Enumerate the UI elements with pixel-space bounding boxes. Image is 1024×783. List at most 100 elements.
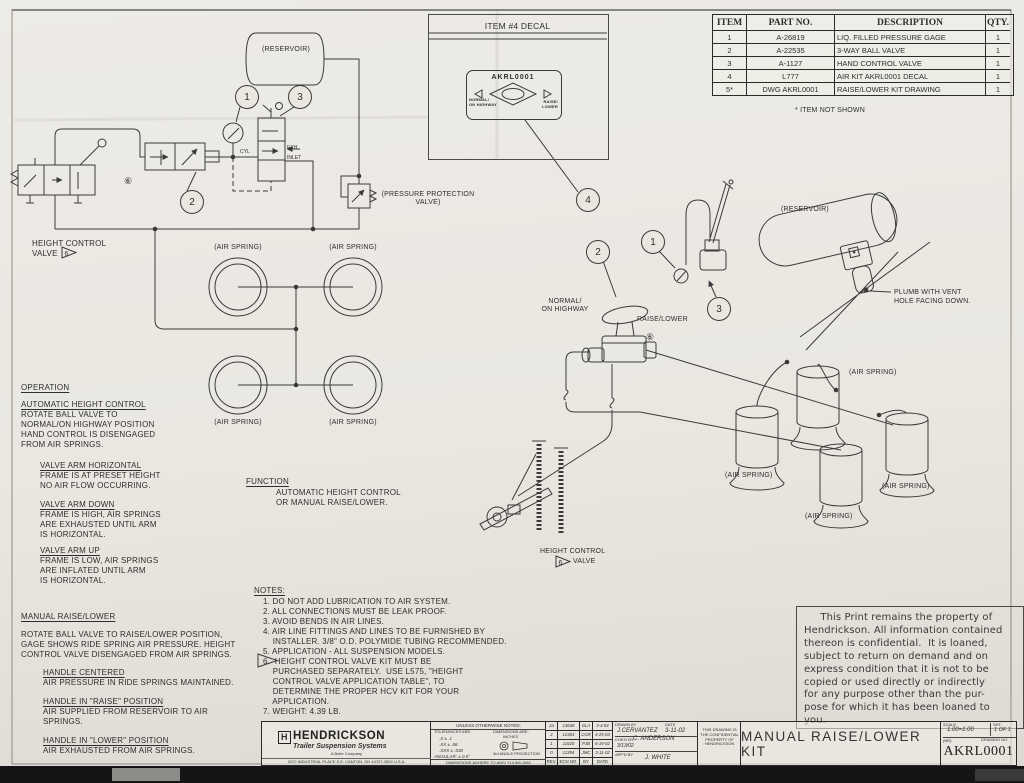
manual-rl-intro: ROTATE BALL VALVE TO RAISE/LOWER POSITIO…	[21, 630, 236, 659]
drawing-number: AKRL0001	[943, 744, 1014, 759]
table-cell: RAISE/LOWER KIT DRAWING	[835, 83, 986, 95]
decal-logo: AKRL0001	[491, 74, 535, 81]
dimensions-unit: INCHES	[503, 734, 519, 739]
chkd-date: 3/13/02	[617, 743, 634, 749]
iso-diagram: 6	[257, 179, 935, 668]
projection-label: 3rd ANGLE PROJECTION	[492, 751, 541, 756]
table-cell: AIR KIT AKRL0001 DECAL	[835, 70, 986, 83]
hendrickson-h-logo: H	[278, 731, 291, 744]
hcv-label: HEIGHT CONTROL	[540, 548, 606, 555]
junction-dots-iso	[784, 287, 882, 418]
callout-3: 3	[707, 297, 731, 321]
ecn-cell: GLA	[580, 722, 593, 732]
air-spring-label: (AIR SPRING)	[214, 419, 262, 426]
table-cell: 1	[986, 44, 1010, 57]
iso-air-springs	[729, 365, 935, 529]
table-cell: HAND CONTROL VALVE	[835, 57, 986, 70]
hand-control-valve-shape	[257, 117, 286, 182]
decal-callout-leader	[524, 119, 579, 193]
iso-hcv	[479, 440, 568, 533]
port-cyl-label: CYL	[240, 149, 250, 155]
reservoir-label: (RESERVOIR)	[781, 206, 829, 213]
logo-address: 2070 INDUSTRIAL PLACE S.E. CANTON, OH 44…	[262, 758, 431, 765]
table-cell: 5*	[713, 83, 747, 95]
ecn-cell: 13638	[558, 722, 580, 732]
air-spring-label: (AIR SPRING)	[849, 369, 897, 376]
tolerances-title: TOLERANCES ARE:	[434, 729, 472, 734]
col-header: PART NO.	[747, 15, 835, 31]
ecn-cell: 4-25-03	[593, 731, 613, 741]
callout-2: 2	[586, 240, 610, 264]
air-spring-label: (AIR SPRING)	[329, 419, 377, 426]
confidential-small-cell: THIS DRAWING IS THE CONFIDENTIAL PROPERT…	[698, 722, 741, 765]
third-angle-projection-icon	[499, 741, 528, 751]
pressure-protection-valve-shape	[347, 183, 371, 209]
height-control-valve-shape	[17, 164, 96, 196]
callout-1: 1	[235, 85, 259, 109]
operation-title: OPERATION	[21, 383, 70, 392]
title-block: H HENDRICKSON Trailer Suspension Systems…	[261, 721, 1017, 768]
ecn-cell: 11620	[558, 740, 580, 750]
table-cell: 3	[713, 57, 747, 70]
left-schematic: 6	[9, 32, 383, 415]
decal-graphics	[428, 32, 607, 193]
drawing-no-label: DRAWING NO.	[981, 737, 1009, 742]
handle-lower-body: AIR EXHAUSTED FROM AIR SPRINGS.	[43, 746, 196, 755]
iso-piping	[517, 199, 931, 497]
handle-centered-heading: HANDLE CENTERED	[43, 668, 125, 677]
ecn-cell: 12304	[558, 731, 580, 741]
table-cell: 1	[986, 70, 1010, 83]
handle-raise-body: AIR SUPPLIED FROM RESERVOIR TO AIR SPRIN…	[43, 707, 209, 726]
table-cell: 4	[713, 70, 747, 83]
confidential-small: THIS DRAWING IS THE CONFIDENTIAL PROPERT…	[700, 727, 739, 747]
valve-arm-up-heading: VALVE ARM UP	[40, 546, 100, 555]
col-header: QTY.	[986, 15, 1010, 31]
notes-body: 1. DO NOT ADD LUBRICATION TO AIR SYSTEM.…	[263, 597, 507, 716]
function-body: AUTOMATIC HEIGHT CONTROL OR MANUAL RAISE…	[276, 488, 401, 507]
hendrickson-logo: HENDRICKSON	[293, 730, 386, 742]
drawn-date: 3-11-02	[665, 728, 686, 734]
junction-dots-left	[152, 154, 362, 388]
table-cell: 1	[986, 57, 1010, 70]
sheet-value: 1 OF 1	[994, 727, 1011, 733]
scale-label: SCALE	[943, 722, 957, 727]
appd-by: J. WHITE	[645, 755, 671, 761]
ecn-cell: CGR	[580, 731, 593, 741]
table-cell: 2	[713, 44, 747, 57]
plumb-leader	[869, 290, 892, 293]
ecn-cell: 11394	[558, 749, 580, 759]
ecn-cell: 3-11-02	[593, 749, 613, 759]
logo-subtitle: Trailer Suspension Systems	[293, 743, 387, 750]
table-cell: A-22535	[747, 44, 835, 57]
air-springs-plan	[208, 257, 383, 415]
valve-arm-down-body: FRAME IS HIGH, AIR SPRINGS ARE EXHAUSTED…	[40, 510, 161, 539]
tolerance-header: UNLESS OTHERWISE NOTED:	[431, 723, 546, 730]
air-spring-label: (AIR SPRING)	[214, 244, 262, 251]
logo-cell: H HENDRICKSON Trailer Suspension Systems…	[262, 722, 431, 765]
callout-1: 1	[641, 230, 665, 254]
ppv-label: (PRESSURE PROTECTION VALVE)	[381, 191, 475, 206]
drawing-title-cell: MANUAL RAISE/LOWER KIT	[741, 722, 941, 765]
drawing-title: MANUAL RAISE/LOWER KIT	[741, 728, 922, 759]
iso-reservoir-shape	[758, 192, 898, 267]
table-cell: 3-WAY BALL VALVE	[835, 44, 986, 57]
table-cell: 1	[713, 31, 747, 44]
appd-by-label: APP'D BY	[615, 751, 698, 758]
drawn-by-label: DRAWN BY	[615, 722, 637, 727]
iso-ball-valve	[581, 305, 657, 363]
valve-arm-down-heading: VALVE ARM DOWN	[40, 500, 115, 509]
col-header: DESCRIPTION	[835, 15, 986, 31]
ecn-cell: 2	[546, 731, 558, 741]
sheet-label: SHT.	[990, 722, 1002, 736]
callout-4: 4	[576, 188, 600, 212]
table-cell: DWG AKRL0001	[747, 83, 835, 95]
decal-box	[428, 14, 609, 160]
signature-cell: DRAWN BY J.CERVANTEZ DATE 3-11-02 CHK'D …	[613, 722, 698, 765]
iso-hand-valve	[699, 179, 734, 271]
scale-value: 1.00=1.00	[947, 727, 974, 733]
flag-6-icon: ⑥	[124, 176, 133, 186]
air-spring-label: (AIR SPRING)	[805, 513, 853, 520]
table-cell: A-1127	[747, 57, 835, 70]
callout-2: 2	[180, 190, 204, 214]
